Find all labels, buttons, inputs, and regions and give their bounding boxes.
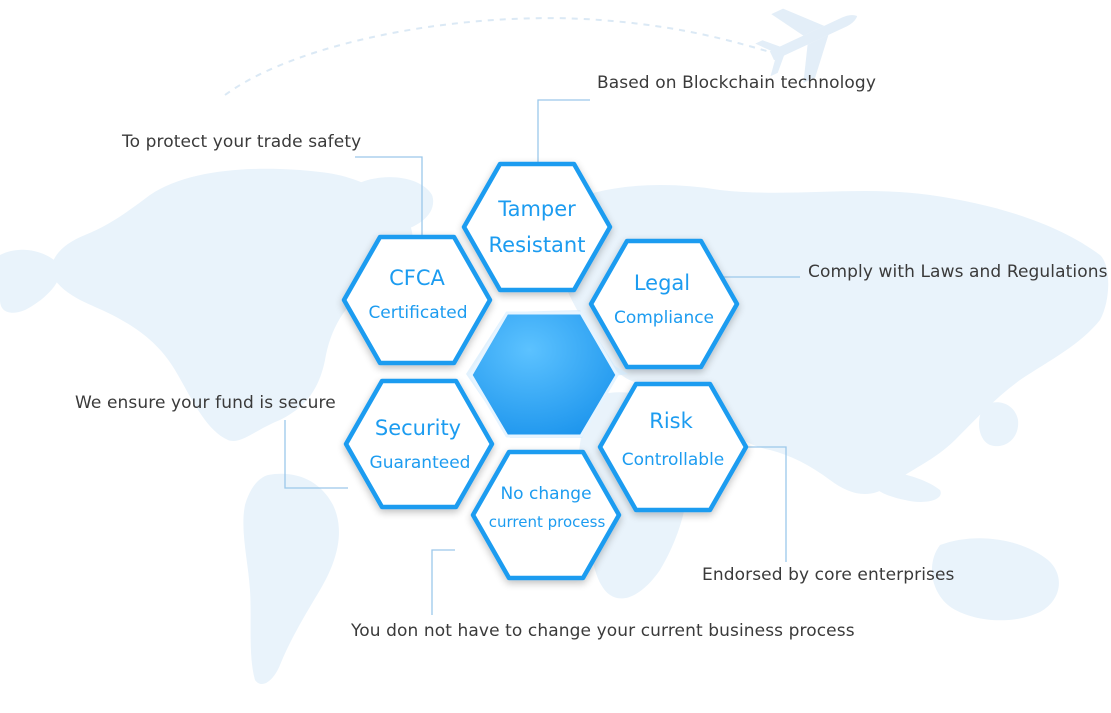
airplane-icon (755, 8, 858, 84)
hex-legal: Legal Compliance (588, 238, 740, 370)
connector-security (284, 420, 348, 489)
callout-security: We ensure your fund is secure (75, 393, 336, 413)
connector-lines (284, 99, 800, 615)
hexagon-cluster: Tamper Resistant CFCA Certificated Legal… (341, 161, 749, 581)
hex-cfca-line1: CFCA (389, 266, 445, 290)
hex-process: No change current process (470, 449, 622, 581)
callout-legal: Comply with Laws and Regulations (808, 262, 1108, 282)
hex-security-line2: Guaranteed (370, 453, 471, 473)
callout-cfca: To protect your trade safety (122, 132, 362, 152)
hex-cfca: CFCA Certificated (341, 234, 493, 366)
hex-tamper-line2: Resistant (489, 233, 586, 257)
connector-process (431, 549, 455, 615)
hex-center (466, 310, 628, 438)
flight-path (224, 17, 781, 96)
connector-tamper (537, 99, 590, 165)
hex-process-line1: No change (500, 484, 591, 504)
connector-cfca (355, 156, 423, 238)
hex-tamper-line1: Tamper (497, 197, 576, 221)
hex-risk: Risk Controllable (597, 381, 749, 513)
callout-risk: Endorsed by core enterprises (702, 565, 955, 585)
hex-security: Security Guaranteed (343, 378, 495, 510)
hex-security-line1: Security (375, 416, 461, 440)
hex-cfca-line2: Certificated (368, 303, 467, 323)
hex-legal-line2: Compliance (614, 308, 714, 328)
callout-tamper: Based on Blockchain technology (597, 73, 876, 93)
hex-tamper: Tamper Resistant (461, 161, 613, 293)
hex-risk-line1: Risk (649, 409, 693, 433)
hex-legal-line1: Legal (634, 271, 690, 295)
hex-risk-line2: Controllable (622, 450, 725, 470)
callout-process: You don not have to change your current … (351, 621, 855, 641)
hex-process-line2: current process (489, 513, 606, 531)
connector-risk (740, 446, 787, 562)
